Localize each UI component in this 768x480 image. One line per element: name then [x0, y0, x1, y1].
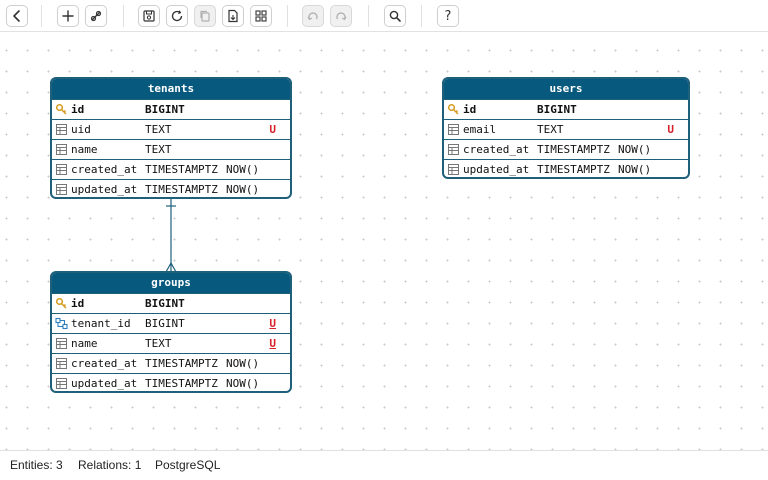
entity-title[interactable]: users	[444, 79, 688, 99]
database-dialect: PostgreSQL	[155, 451, 220, 480]
column-name: uid	[71, 120, 91, 139]
column-icon	[55, 357, 68, 370]
column-name: created_at	[463, 140, 529, 159]
column-name: email	[463, 120, 496, 139]
column-row[interactable]: tenant_id BIGINT U	[52, 313, 290, 333]
entity-tenants[interactable]: tenants id BIGINT uid TEXT U name TEXT c…	[50, 77, 292, 199]
column-icon	[447, 143, 460, 156]
column-type: TEXT	[145, 334, 172, 353]
status-bar: Entities: 3 Relations: 1 PostgreSQL	[0, 450, 768, 480]
column-type: TEXT	[145, 120, 172, 139]
unique-badge: U	[269, 314, 276, 333]
column-icon	[55, 377, 68, 390]
column-name: id	[71, 294, 84, 313]
column-name: created_at	[71, 354, 137, 373]
column-icon	[55, 123, 68, 136]
column-type: BIGINT	[145, 314, 185, 333]
key-icon	[55, 103, 68, 116]
column-name: id	[463, 100, 476, 119]
entity-users[interactable]: users id BIGINT email TEXT U created_at …	[442, 77, 690, 179]
column-type: BIGINT	[537, 100, 577, 119]
column-name: updated_at	[463, 160, 529, 179]
column-row[interactable]: created_at TIMESTAMPTZ NOW()	[444, 139, 688, 159]
column-row[interactable]: updated_at TIMESTAMPTZ NOW()	[444, 159, 688, 179]
column-icon	[55, 163, 68, 176]
column-row[interactable]: created_at TIMESTAMPTZ NOW()	[52, 159, 290, 179]
column-default: NOW()	[618, 140, 651, 159]
column-default: NOW()	[226, 374, 259, 393]
entity-groups[interactable]: groups id BIGINT tenant_id BIGINT U name…	[50, 271, 292, 393]
column-icon	[447, 123, 460, 136]
key-icon	[55, 297, 68, 310]
column-default: NOW()	[226, 180, 259, 199]
column-default: NOW()	[226, 160, 259, 179]
column-row[interactable]: name TEXT U	[52, 333, 290, 353]
column-type: TIMESTAMPTZ	[145, 354, 218, 373]
column-icon	[55, 337, 68, 350]
entity-count: Entities: 3	[10, 451, 63, 480]
column-type: TIMESTAMPTZ	[145, 180, 218, 199]
column-row[interactable]: created_at TIMESTAMPTZ NOW()	[52, 353, 290, 373]
column-row[interactable]: email TEXT U	[444, 119, 688, 139]
column-default: NOW()	[226, 354, 259, 373]
column-name: updated_at	[71, 180, 137, 199]
column-type: TIMESTAMPTZ	[537, 140, 610, 159]
column-default: NOW()	[618, 160, 651, 179]
column-row[interactable]: updated_at TIMESTAMPTZ NOW()	[52, 179, 290, 199]
column-row[interactable]: id BIGINT	[52, 99, 290, 119]
column-type: TIMESTAMPTZ	[145, 160, 218, 179]
column-name: updated_at	[71, 374, 137, 393]
entity-title[interactable]: tenants	[52, 79, 290, 99]
relation-count: Relations: 1	[78, 451, 141, 480]
column-type: BIGINT	[145, 100, 185, 119]
column-name: name	[71, 334, 98, 353]
column-row[interactable]: uid TEXT U	[52, 119, 290, 139]
column-row[interactable]: id BIGINT	[52, 293, 290, 313]
column-type: TEXT	[145, 140, 172, 159]
column-row[interactable]: id BIGINT	[444, 99, 688, 119]
column-name: created_at	[71, 160, 137, 179]
column-type: TEXT	[537, 120, 564, 139]
key-icon	[447, 103, 460, 116]
column-type: TIMESTAMPTZ	[145, 374, 218, 393]
column-row[interactable]: name TEXT	[52, 139, 290, 159]
column-row[interactable]: updated_at TIMESTAMPTZ NOW()	[52, 373, 290, 393]
unique-badge: U	[667, 120, 674, 139]
column-name: id	[71, 100, 84, 119]
column-type: TIMESTAMPTZ	[537, 160, 610, 179]
unique-badge: U	[269, 334, 276, 353]
column-icon	[55, 143, 68, 156]
column-icon	[447, 163, 460, 176]
column-name: tenant_id	[71, 314, 131, 333]
entity-title[interactable]: groups	[52, 273, 290, 293]
column-icon	[55, 183, 68, 196]
unique-badge: U	[269, 120, 276, 139]
column-name: name	[71, 140, 98, 159]
column-type: BIGINT	[145, 294, 185, 313]
foreign-key-icon	[55, 317, 68, 330]
